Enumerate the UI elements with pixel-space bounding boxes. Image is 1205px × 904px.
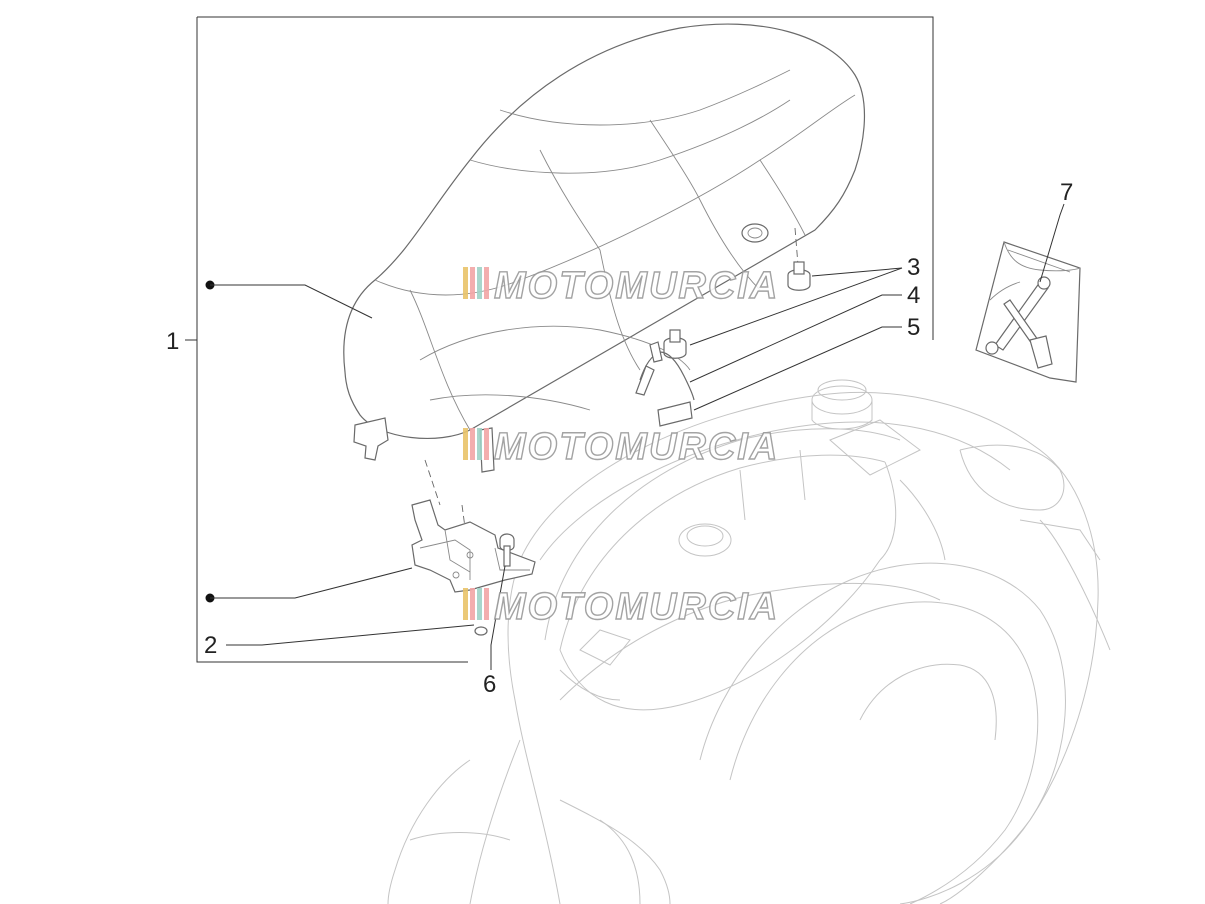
nut-part bbox=[474, 626, 488, 636]
callout-3: 3 bbox=[907, 254, 920, 281]
callout-7: 7 bbox=[1060, 179, 1073, 206]
callout-2: 2 bbox=[204, 632, 217, 659]
screw-part bbox=[499, 533, 515, 567]
svg-text:MOTOMURCIA: MOTOMURCIA bbox=[494, 426, 779, 468]
svg-text:MOTOMURCIA: MOTOMURCIA bbox=[494, 586, 779, 628]
watermark-3: MOTOMURCIA bbox=[463, 585, 779, 629]
watermark-2: MOTOMURCIA bbox=[463, 425, 779, 469]
callout-5: 5 bbox=[907, 314, 920, 341]
hinge-bracket-part bbox=[411, 499, 536, 593]
scooter-body-drawing bbox=[387, 379, 1111, 904]
clip-part bbox=[657, 401, 693, 427]
watermark-1: MOTOMURCIA bbox=[463, 264, 779, 308]
callout-4: 4 bbox=[907, 282, 920, 309]
cable-part bbox=[635, 341, 695, 401]
leader-lines bbox=[205, 203, 1065, 670]
tool-kit-part bbox=[975, 241, 1081, 383]
svg-text:MOTOMURCIA: MOTOMURCIA bbox=[494, 265, 779, 307]
group-frame bbox=[197, 16, 934, 340]
callout-6: 6 bbox=[483, 671, 496, 698]
seat-part bbox=[343, 23, 866, 473]
rubber-buffer-parts bbox=[663, 261, 811, 359]
callout-1: 1 bbox=[166, 328, 179, 355]
